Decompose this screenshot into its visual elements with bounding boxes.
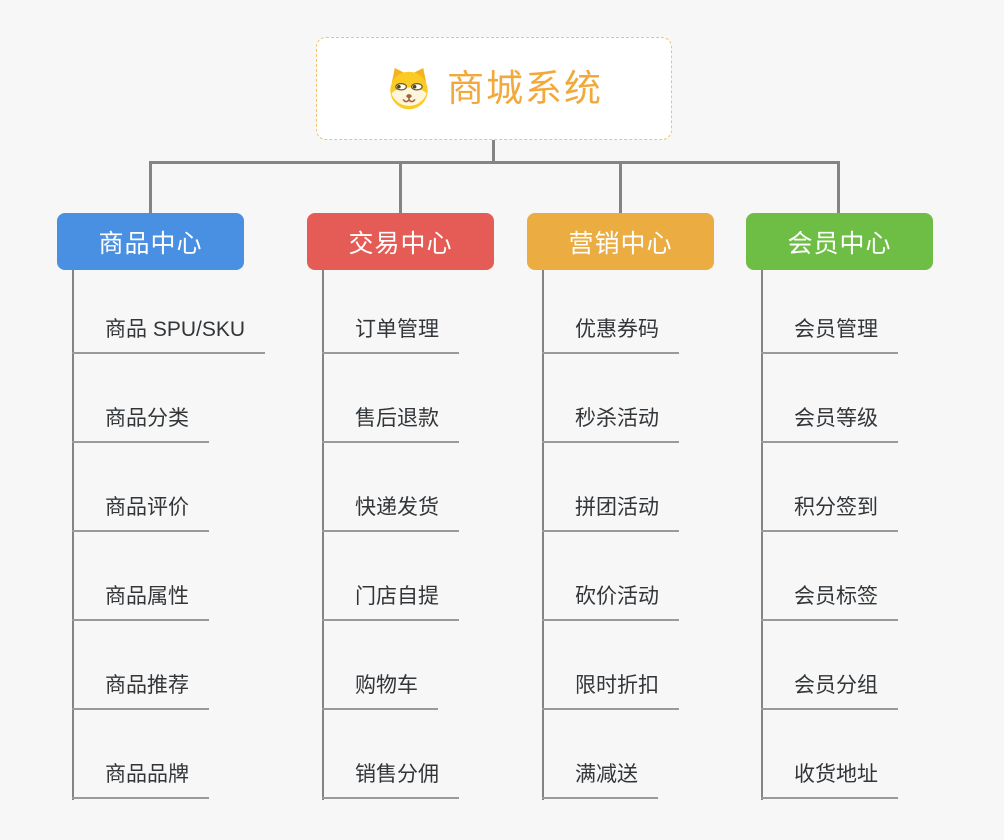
leaf-node[interactable]: 秒杀活动 — [542, 405, 679, 443]
leaf-node[interactable]: 商品属性 — [72, 583, 209, 621]
leaf-node[interactable]: 商品分类 — [72, 405, 209, 443]
branch-column-trade: 交易中心 订单管理 售后退款 快递发货 门店自提 购物车 销售分佣 — [307, 213, 569, 800]
leaf-node[interactable]: 商品 SPU/SKU — [72, 316, 266, 354]
leaf-node[interactable]: 满减送 — [542, 761, 658, 799]
connector-drop-product — [148, 161, 152, 213]
branch-stem-line — [72, 270, 74, 800]
branch-stem-line — [761, 270, 763, 800]
leaf-node[interactable]: 拼团活动 — [542, 494, 679, 532]
branch-node-marketing-center[interactable]: 营销中心 — [527, 213, 714, 270]
leaf-node[interactable]: 会员标签 — [761, 583, 898, 621]
leaf-node[interactable]: 购物车 — [322, 672, 438, 710]
leaf-node[interactable]: 会员管理 — [761, 316, 898, 354]
leaf-node[interactable]: 积分签到 — [761, 494, 898, 532]
leaf-node[interactable]: 商品品牌 — [72, 761, 209, 799]
connector-drop-member — [836, 161, 840, 213]
branch-stem-line — [542, 270, 544, 800]
branch-column-marketing: 营销中心 优惠券码 秒杀活动 拼团活动 砍价活动 限时折扣 满减送 — [527, 213, 789, 800]
root-node[interactable]: 商城系统 — [316, 37, 672, 140]
connector-root-drop — [491, 140, 495, 164]
leaf-node[interactable]: 限时折扣 — [542, 672, 679, 710]
leaf-node[interactable]: 快递发货 — [322, 494, 459, 532]
branch-column-product: 商品中心 商品 SPU/SKU 商品分类 商品评价 商品属性 商品推荐 商品品牌 — [57, 213, 319, 800]
leaf-node[interactable]: 会员等级 — [761, 405, 898, 443]
leaf-node[interactable]: 砍价活动 — [542, 583, 679, 621]
leaf-node[interactable]: 销售分佣 — [322, 761, 459, 799]
leaf-node[interactable]: 商品评价 — [72, 494, 209, 532]
leaf-node[interactable]: 订单管理 — [322, 316, 459, 354]
leaf-node[interactable]: 商品推荐 — [72, 672, 209, 710]
leaf-node[interactable]: 收货地址 — [761, 761, 898, 799]
dog-face-icon — [385, 65, 433, 113]
root-label: 商城系统 — [447, 68, 603, 109]
branch-node-member-center[interactable]: 会员中心 — [746, 213, 933, 270]
branch-column-member: 会员中心 会员管理 会员等级 积分签到 会员标签 会员分组 收货地址 — [746, 213, 1004, 800]
branch-node-trade-center[interactable]: 交易中心 — [307, 213, 494, 270]
branch-node-product-center[interactable]: 商品中心 — [57, 213, 244, 270]
leaf-node[interactable]: 售后退款 — [322, 405, 459, 443]
leaf-node[interactable]: 优惠券码 — [542, 316, 679, 354]
connector-drop-trade — [398, 161, 402, 213]
connector-trunk — [148, 161, 840, 164]
branch-stem-line — [322, 270, 324, 800]
leaf-node[interactable]: 门店自提 — [322, 583, 459, 621]
leaf-node[interactable]: 会员分组 — [761, 672, 898, 710]
connector-drop-marketing — [618, 161, 622, 213]
